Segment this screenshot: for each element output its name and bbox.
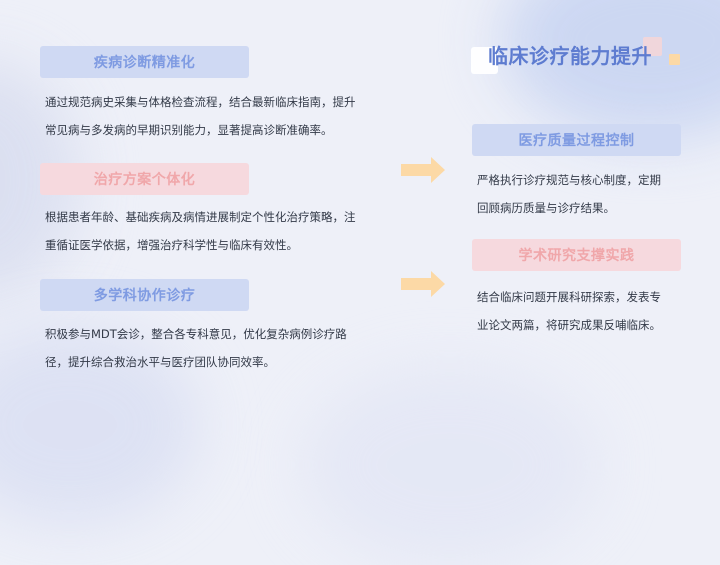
section-text-mdt: 积极参与MDT会诊，整合各专科意见，优化复杂病例诊疗路 径，提升综合救治水平与医… (45, 320, 347, 376)
section-text-research: 结合临床问题开展科研探索，发表专 业论文两篇，将研究成果反哺临床。 (477, 283, 661, 339)
section-text-quality-control: 严格执行诊疗规范与核心制度，定期 回顾病历质量与诊疗结果。 (477, 166, 661, 222)
section-heading-diagnosis: 疾病诊断精准化 (40, 46, 249, 78)
section-text-diagnosis: 通过规范病史采集与体格检查流程，结合最新临床指南，提升 常见病与多发病的早期识别… (45, 88, 356, 144)
decorative-square-pink (643, 37, 662, 56)
arrow-right-icon (401, 157, 445, 183)
background-glow-bottom-right (300, 365, 600, 565)
text-line: 结合临床问题开展科研探索，发表专 (477, 290, 661, 304)
background-glow-top-right (500, 0, 720, 140)
text-line: 通过规范病史采集与体格检查流程，结合最新临床指南，提升 (45, 95, 356, 109)
text-line: 积极参与MDT会诊，整合各专科意见，优化复杂病例诊疗路 (45, 327, 347, 341)
section-heading-mdt: 多学科协作诊疗 (40, 279, 249, 311)
slide-title: 临床诊疗能力提升 (488, 44, 652, 68)
text-line: 常见病与多发病的早期识别能力，显著提高诊断准确率。 (45, 123, 333, 137)
section-heading-research: 学术研究支撑实践 (472, 239, 681, 271)
decorative-square-white (471, 47, 498, 74)
text-line: 业论文两篇，将研究成果反哺临床。 (477, 318, 661, 332)
section-text-treatment: 根据患者年龄、基础疾病及病情进展制定个性化治疗策略，注 重循证医学依据，增强治疗… (45, 203, 356, 259)
decorative-square-yellow (669, 54, 680, 65)
text-line: 径，提升综合救治水平与医疗团队协同效率。 (45, 355, 275, 369)
text-line: 回顾病历质量与诊疗结果。 (477, 201, 615, 215)
section-heading-treatment: 治疗方案个体化 (40, 163, 249, 195)
section-heading-quality-control: 医疗质量过程控制 (472, 124, 681, 156)
text-line: 严格执行诊疗规范与核心制度，定期 (477, 173, 661, 187)
text-line: 重循证医学依据，增强治疗科学性与临床有效性。 (45, 238, 298, 252)
text-line: 根据患者年龄、基础疾病及病情进展制定个性化治疗策略，注 (45, 210, 356, 224)
arrow-right-icon (401, 271, 445, 297)
